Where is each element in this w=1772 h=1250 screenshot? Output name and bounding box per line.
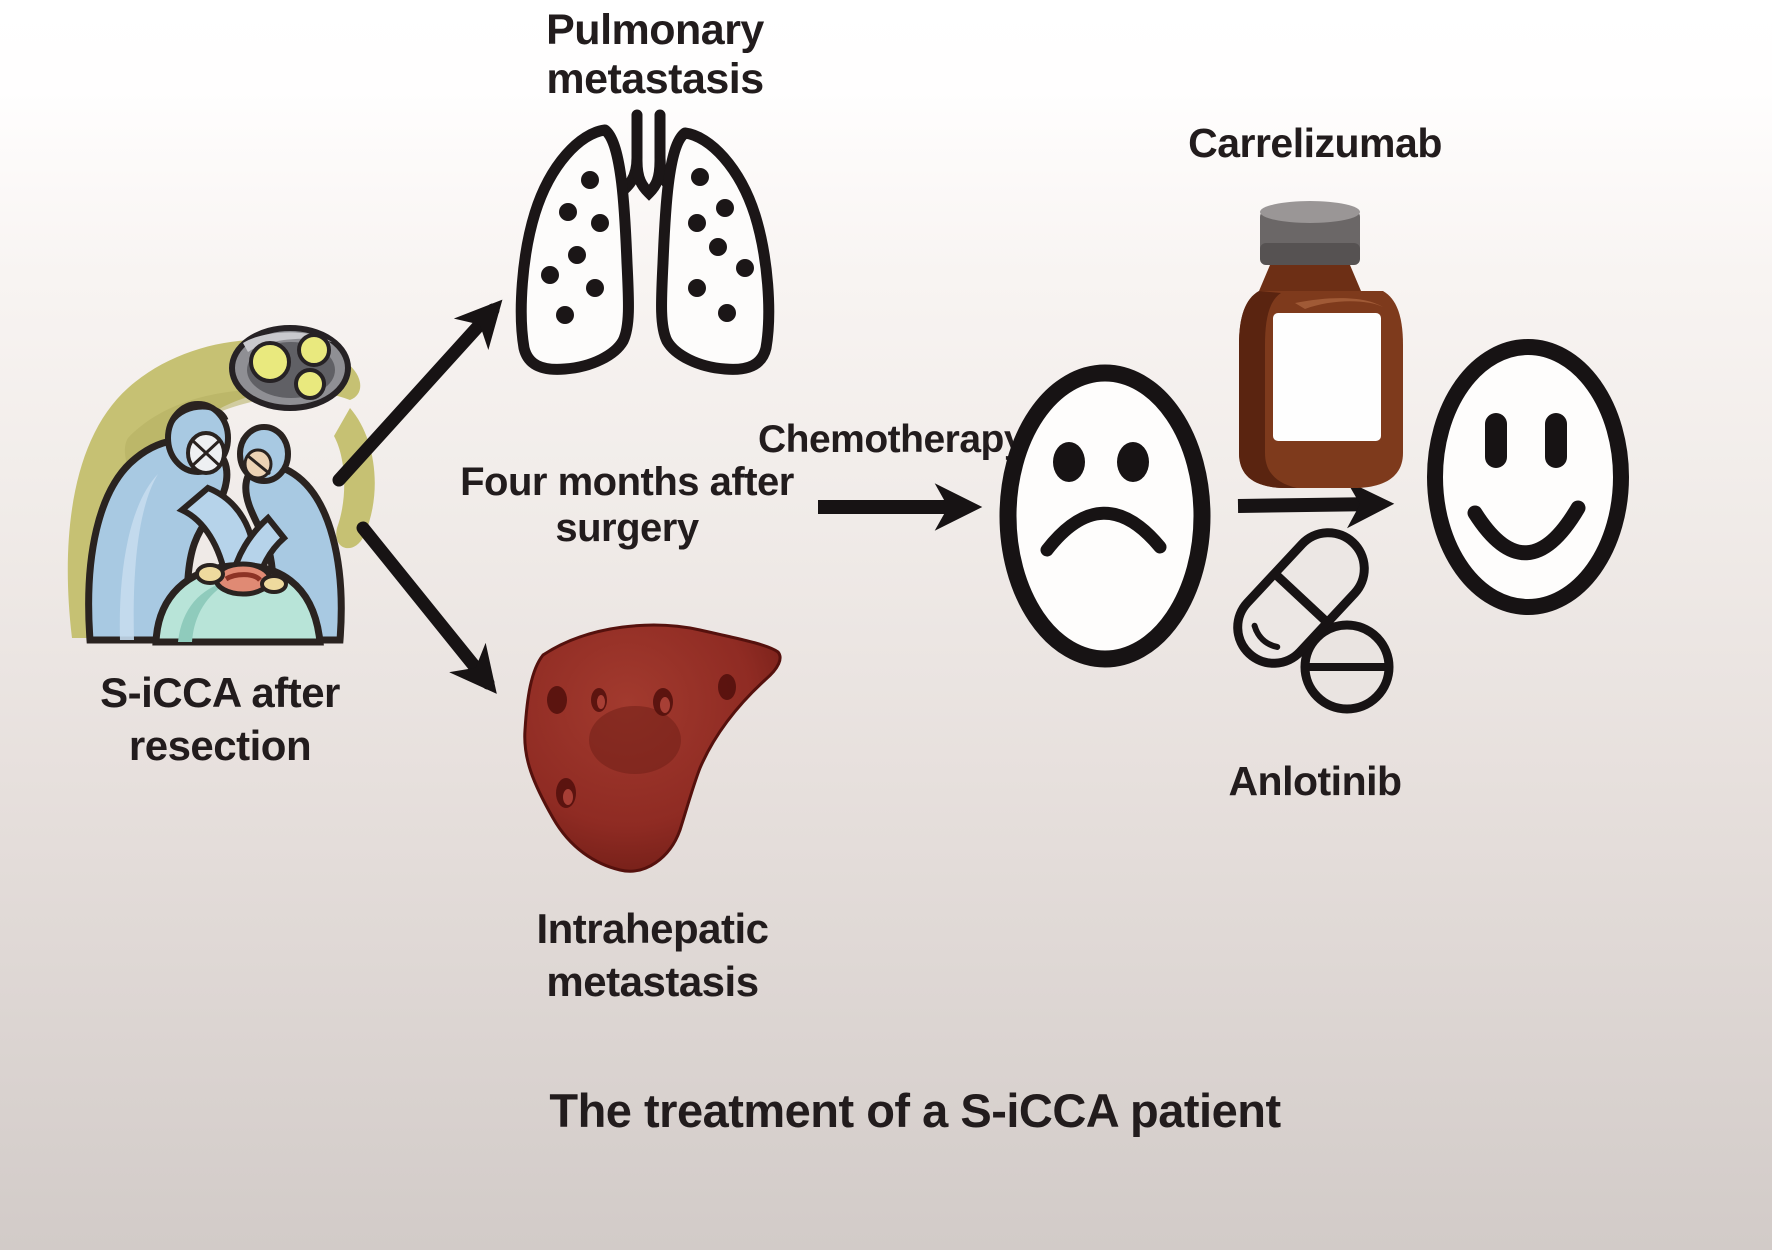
lung-nodules (541, 168, 754, 324)
sad-eye-left (1053, 442, 1085, 482)
pills-icon (1233, 528, 1394, 714)
pulmonary-metastasis-label: Pulmonary metastasis (546, 6, 764, 104)
tablet (1300, 620, 1394, 714)
figure-title: The treatment of a S-iCCA patient (549, 1084, 1281, 1137)
sad-face-icon (999, 364, 1211, 668)
anlotinib-label: Anlotinib (1228, 758, 1402, 804)
bottle-label (1273, 313, 1381, 441)
sad-eye-right (1117, 442, 1149, 482)
arrow-to-lungs-icon (332, 299, 503, 487)
happy-face-icon (1427, 339, 1629, 615)
surgeon-left (85, 401, 258, 644)
smile-mouth (1467, 500, 1586, 561)
surgical-lamp-icon (229, 325, 351, 411)
happy-eye-right (1545, 413, 1567, 468)
patient-on-table (152, 561, 324, 646)
lungs-icon (515, 109, 775, 375)
medicine-bottle-icon (1239, 201, 1403, 488)
arrow-to-liver-icon (356, 521, 497, 694)
frown-mouth (1040, 506, 1167, 557)
treatment-arrow-icon (1237, 480, 1395, 529)
four-months-after-surgery-label: Four months after surgery (460, 460, 794, 550)
liver-icon (523, 623, 782, 873)
sicca-after-resection-label: S-iCCA after resection (100, 669, 340, 770)
carrelizumab-label: Carrelizumab (1188, 120, 1442, 166)
chemotherapy-label: Chemotherapy (758, 418, 1026, 461)
capsule (1233, 528, 1369, 668)
intrahepatic-metastasis-label: Intrahepatic metastasis (536, 905, 769, 1006)
happy-eye-left (1485, 413, 1507, 468)
chemotherapy-arrow-icon (818, 483, 983, 531)
surgery-icon (67, 325, 375, 646)
